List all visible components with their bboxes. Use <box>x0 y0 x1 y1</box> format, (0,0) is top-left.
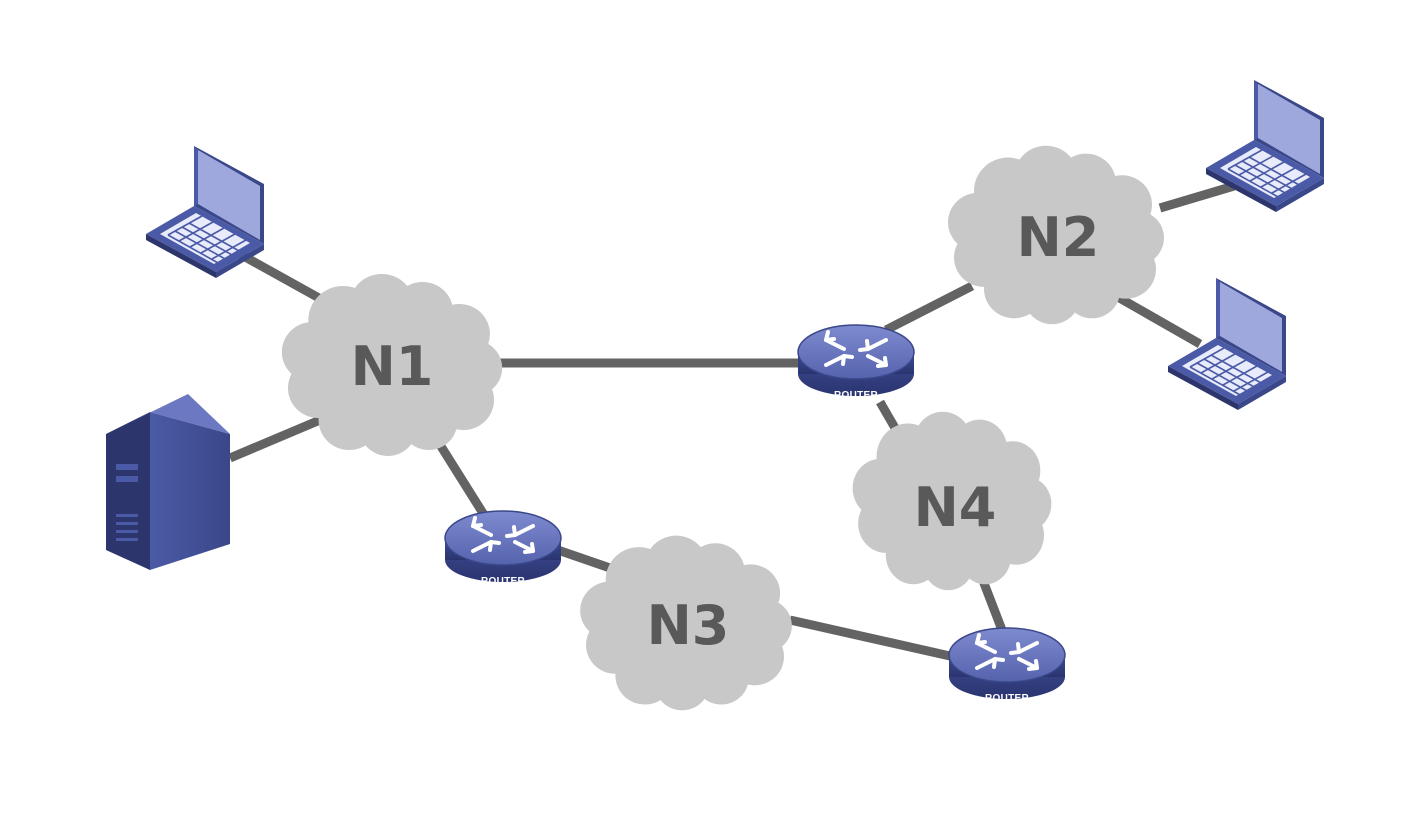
router-label-3: ROUTER <box>985 693 1030 704</box>
router-icon-3: ROUTER <box>947 626 1067 704</box>
network-label-n3: N3 <box>647 594 730 657</box>
network-cloud-n4: N4 <box>852 411 1052 591</box>
router-label-2: ROUTER <box>481 576 525 587</box>
network-cloud-n2: N2 <box>948 145 1164 325</box>
link-router2-n3 <box>550 543 612 573</box>
link-n2-laptop3 <box>1113 292 1203 348</box>
router-icon-2: ROUTER <box>443 509 563 587</box>
network-cloud-n1: N1 <box>281 274 503 456</box>
link-server-n1 <box>228 415 322 463</box>
network-cloud-n3: N3 <box>580 535 792 711</box>
laptop-icon-1 <box>145 145 265 279</box>
router-icon-1: ROUTER <box>796 323 916 401</box>
link-laptop1-n1 <box>235 249 331 307</box>
link-n2-laptop2 <box>1158 181 1236 213</box>
server-icon <box>106 394 230 570</box>
link-n3-router3 <box>789 615 951 661</box>
link-n4-router3 <box>977 576 1007 632</box>
network-label-n2: N2 <box>1017 206 1100 269</box>
router-label-1: ROUTER <box>834 390 878 401</box>
link-router1-n2 <box>883 281 975 335</box>
network-label-n4: N4 <box>914 476 997 539</box>
laptop-icon-3 <box>1167 277 1287 411</box>
network-label-n1: N1 <box>351 335 434 398</box>
